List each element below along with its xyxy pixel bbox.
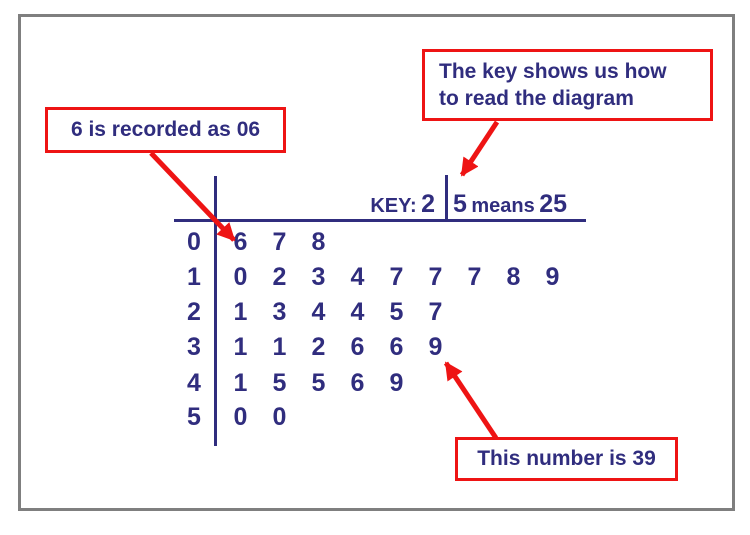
leaf-digit: 5 <box>311 369 326 397</box>
leaf-digit: 4 <box>350 298 365 326</box>
leaf-digit: 9 <box>389 369 404 397</box>
stem-digit: 1 <box>187 263 201 291</box>
leaf-digit: 7 <box>428 298 443 326</box>
stem-digit: 0 <box>187 228 201 256</box>
leaf-digit: 6 <box>350 369 365 397</box>
leaf-digit: 1 <box>272 333 287 361</box>
key-label-and-stem: KEY: 2 <box>270 189 435 219</box>
key-label: KEY: <box>370 195 417 217</box>
leaf-digit: 7 <box>272 228 287 256</box>
leaf-digit: 7 <box>428 263 443 291</box>
leaf-digit: 8 <box>506 263 521 291</box>
callout-number-39-text: This number is 39 <box>477 447 656 470</box>
leaf-digit-39: 9 <box>428 333 443 361</box>
leaf-digit: 7 <box>389 263 404 291</box>
leaf-digit: 0 <box>233 403 248 431</box>
leaf-digit: 5 <box>272 369 287 397</box>
leaf-digit: 2 <box>272 263 287 291</box>
callout-key-explanation-line1: The key shows us how <box>439 60 667 83</box>
stem-digit: 3 <box>187 333 201 361</box>
key-leaf-digit: 5 <box>453 190 467 218</box>
key-leaf-and-meaning: 5 means 25 <box>453 189 567 219</box>
key-means-word: means <box>471 195 535 217</box>
stem-digit: 2 <box>187 298 201 326</box>
leaf-digit: 5 <box>389 298 404 326</box>
leaf-digit: 4 <box>350 263 365 291</box>
leaf-digit: 3 <box>311 263 326 291</box>
callout-recorded-as-06-text: 6 is recorded as 06 <box>70 118 261 141</box>
table-vertical-line <box>214 176 217 446</box>
leaf-digit: 0 <box>272 403 287 431</box>
stem-digit: 4 <box>187 369 201 397</box>
leaf-digit: 2 <box>311 333 326 361</box>
leaf-digit: 6 <box>350 333 365 361</box>
leaf-digit: 7 <box>467 263 482 291</box>
callout-key-explanation-line2: to read the diagram <box>439 87 634 110</box>
leaf-digit: 6 <box>389 333 404 361</box>
callout-key-explanation: The key shows us how to read the diagram <box>422 49 713 121</box>
leaf-digit: 8 <box>311 228 326 256</box>
key-value: 25 <box>539 190 567 218</box>
table-horizontal-line <box>174 219 586 222</box>
callout-number-39: This number is 39 <box>455 437 678 481</box>
leaf-digit: 9 <box>545 263 560 291</box>
leaf-digit: 0 <box>233 263 248 291</box>
leaf-digit: 6 <box>233 228 248 256</box>
leaf-digit: 3 <box>272 298 287 326</box>
leaf-digit: 4 <box>311 298 326 326</box>
leaf-digit: 1 <box>233 369 248 397</box>
key-stem-digit: 2 <box>421 190 435 218</box>
stem-digit: 5 <box>187 403 201 431</box>
leaf-digit: 1 <box>233 333 248 361</box>
key-divider-bar <box>445 175 448 222</box>
callout-recorded-as-06: 6 is recorded as 06 <box>45 107 286 153</box>
leaf-digit: 1 <box>233 298 248 326</box>
